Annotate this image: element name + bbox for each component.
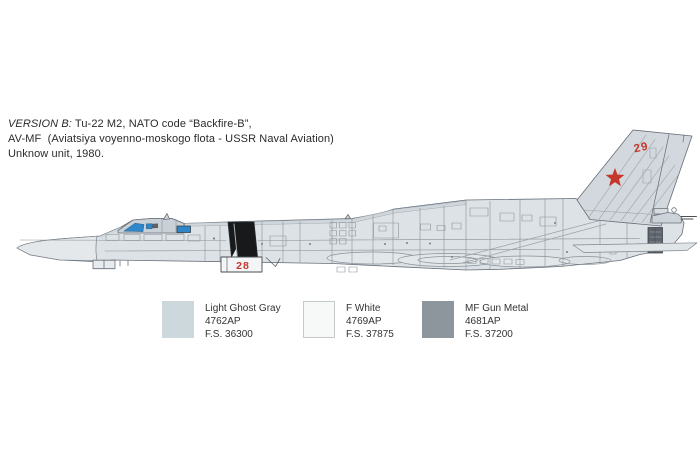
swatch-color-box xyxy=(303,301,335,338)
side-window-glass xyxy=(176,225,191,233)
gun-barrels xyxy=(680,216,697,220)
swatch-label: Light Ghost Gray 4762AP F.S. 36300 xyxy=(205,302,281,341)
wing-far-edges xyxy=(449,220,607,264)
paint-swatch-f-white: F White 4769AP F.S. 37875 xyxy=(303,301,394,341)
caption-line-1: VERSION B: Tu-22 M2, NATO code “Backfire… xyxy=(8,117,428,132)
paint-fs-number: F.S. 36300 xyxy=(205,329,253,340)
gear-door-28: 28 xyxy=(220,256,281,273)
hatch-cluster xyxy=(329,222,356,245)
paint-code: 4769AP xyxy=(346,316,382,327)
red-star-icon xyxy=(605,168,625,187)
aircraft-profile-illustration: 28 29 xyxy=(16,129,698,273)
swatch-label: F White 4769AP F.S. 37875 xyxy=(346,302,394,341)
paint-fs-number: F.S. 37875 xyxy=(346,329,394,340)
paint-name: Light Ghost Gray xyxy=(205,303,281,314)
paint-code: 4762AP xyxy=(205,316,241,327)
paint-swatch-light-ghost-gray: Light Ghost Gray 4762AP F.S. 36300 xyxy=(162,301,281,341)
caption-line-1-rest: Tu-22 M2, NATO code “Backfire-B”, xyxy=(71,118,252,130)
fin-number: 29 xyxy=(633,141,650,156)
rivets xyxy=(212,222,568,258)
paint-name: MF Gun Metal xyxy=(465,303,529,314)
caption-line-2: AV-MF (Aviatsiya voyenno-moskogo flota -… xyxy=(8,133,334,145)
paint-fs-number: F.S. 37200 xyxy=(465,329,513,340)
swatch-label: MF Gun Metal 4681AP F.S. 37200 xyxy=(465,302,528,341)
swatch-color-box xyxy=(422,301,454,338)
tail-fin: 29 xyxy=(576,129,693,227)
version-label: VERSION B: xyxy=(8,118,72,130)
paint-code: 4681AP xyxy=(465,316,501,327)
paint-swatch-mf-gun-metal: MF Gun Metal 4681AP F.S. 37200 xyxy=(422,301,528,341)
nose-gear-doors xyxy=(92,259,129,270)
paint-name: F White xyxy=(346,303,381,314)
nose-door-number: 28 xyxy=(236,260,250,272)
belly-fairings xyxy=(326,251,612,268)
panel-lines xyxy=(19,198,641,273)
dorsal-antenna-icon xyxy=(163,213,351,220)
windshield-glass xyxy=(123,222,145,232)
caption-line-3: Unknow unit, 1980. xyxy=(8,148,104,160)
swatch-color-box xyxy=(162,301,194,338)
canopy-glass-pane xyxy=(146,223,153,230)
caption-block: VERSION B: Tu-22 M2, NATO code “Backfire… xyxy=(8,117,428,162)
tailplane xyxy=(572,242,698,253)
